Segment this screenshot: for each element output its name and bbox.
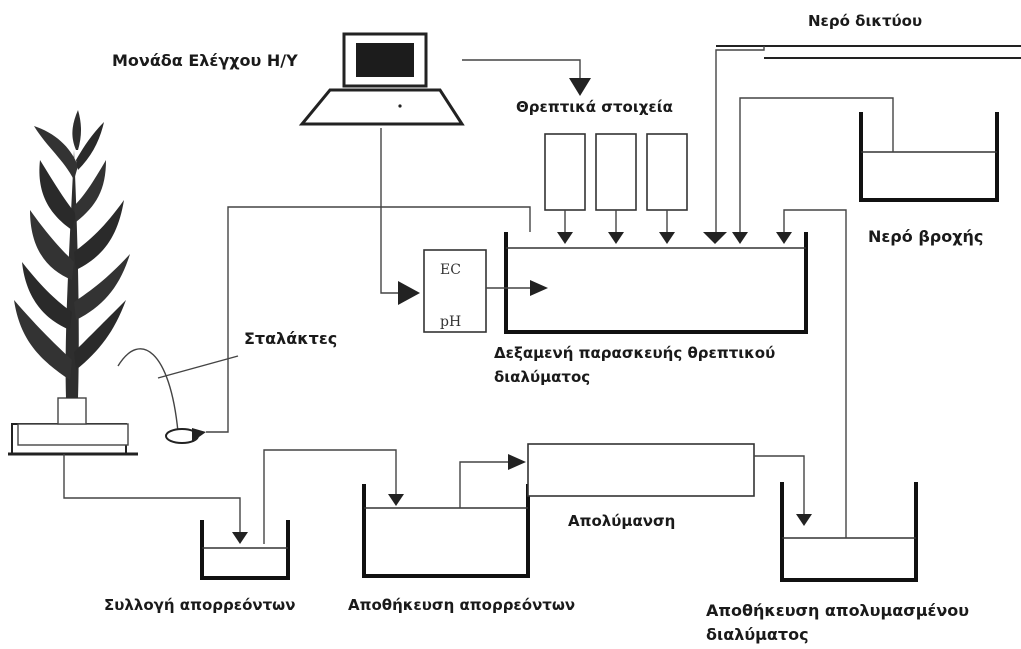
nutrient-preparation-tank [504, 232, 808, 334]
arrow-head [557, 232, 573, 244]
mains-water-pipe [715, 45, 1021, 232]
arrow-head [388, 494, 404, 506]
drain-storage-tank [362, 484, 530, 578]
drippers-label: Σταλάκτες [244, 329, 337, 348]
disinfected-storage-tank [780, 482, 918, 582]
arrow-head [732, 232, 748, 244]
arrow-head [703, 232, 727, 244]
arrow-head [776, 232, 792, 244]
nutrients-label: Θρεπτικά στοιχεία [516, 98, 673, 116]
control-line-sensor [380, 128, 398, 294]
arrow-head [796, 514, 812, 526]
arrow-head [530, 280, 548, 296]
computer-icon [298, 32, 465, 126]
ec-label: EC [440, 262, 461, 278]
prep-tank-label-2: διαλύματος [494, 368, 590, 386]
arrow-head [192, 428, 206, 442]
disinfected-storage-label-2: διαλύματος [706, 625, 809, 644]
drain-collection-tank [200, 520, 290, 580]
drain-storage-label: Αποθήκευση απορρεόντων [348, 596, 575, 614]
ph-label: pH [440, 314, 461, 330]
plant-icon [8, 110, 138, 456]
drippers-leader [157, 355, 239, 379]
rain-water-label: Νερό βροχής [868, 227, 983, 246]
disinfection-unit [527, 443, 755, 497]
from-disinfection-line [754, 455, 805, 514]
transfer-line [263, 449, 397, 544]
control-unit-label: Μονάδα Ελέγχου Η/Υ [112, 51, 298, 70]
to-disinfection-line [459, 461, 510, 508]
drain-collection-label: Συλλογή απορρεόντων [104, 596, 295, 614]
dripper-tube [117, 348, 179, 433]
disinfected-storage-label-1: Αποθήκευση απολυμασμένου [706, 601, 969, 620]
ec-ph-sensor-box [423, 249, 487, 333]
arrow-head [608, 232, 624, 244]
arrow-head [232, 532, 248, 544]
rain-water-tank [859, 112, 999, 202]
rain-water-pipe [739, 97, 894, 232]
arrow-head [398, 281, 420, 305]
nutrient-containers [544, 133, 688, 232]
arrow-head [508, 454, 526, 470]
arrow-head [569, 78, 591, 96]
mains-water-label: Νερό δικτύου [808, 12, 922, 30]
return-line [783, 209, 847, 538]
disinfection-label: Απολύμανση [568, 512, 675, 530]
feed-line [206, 206, 531, 433]
drain-line [63, 454, 241, 532]
control-line-nutrients [462, 59, 581, 80]
arrow-head [659, 232, 675, 244]
prep-tank-label-1: Δεξαμενή παρασκευής θρεπτικού [494, 344, 775, 362]
